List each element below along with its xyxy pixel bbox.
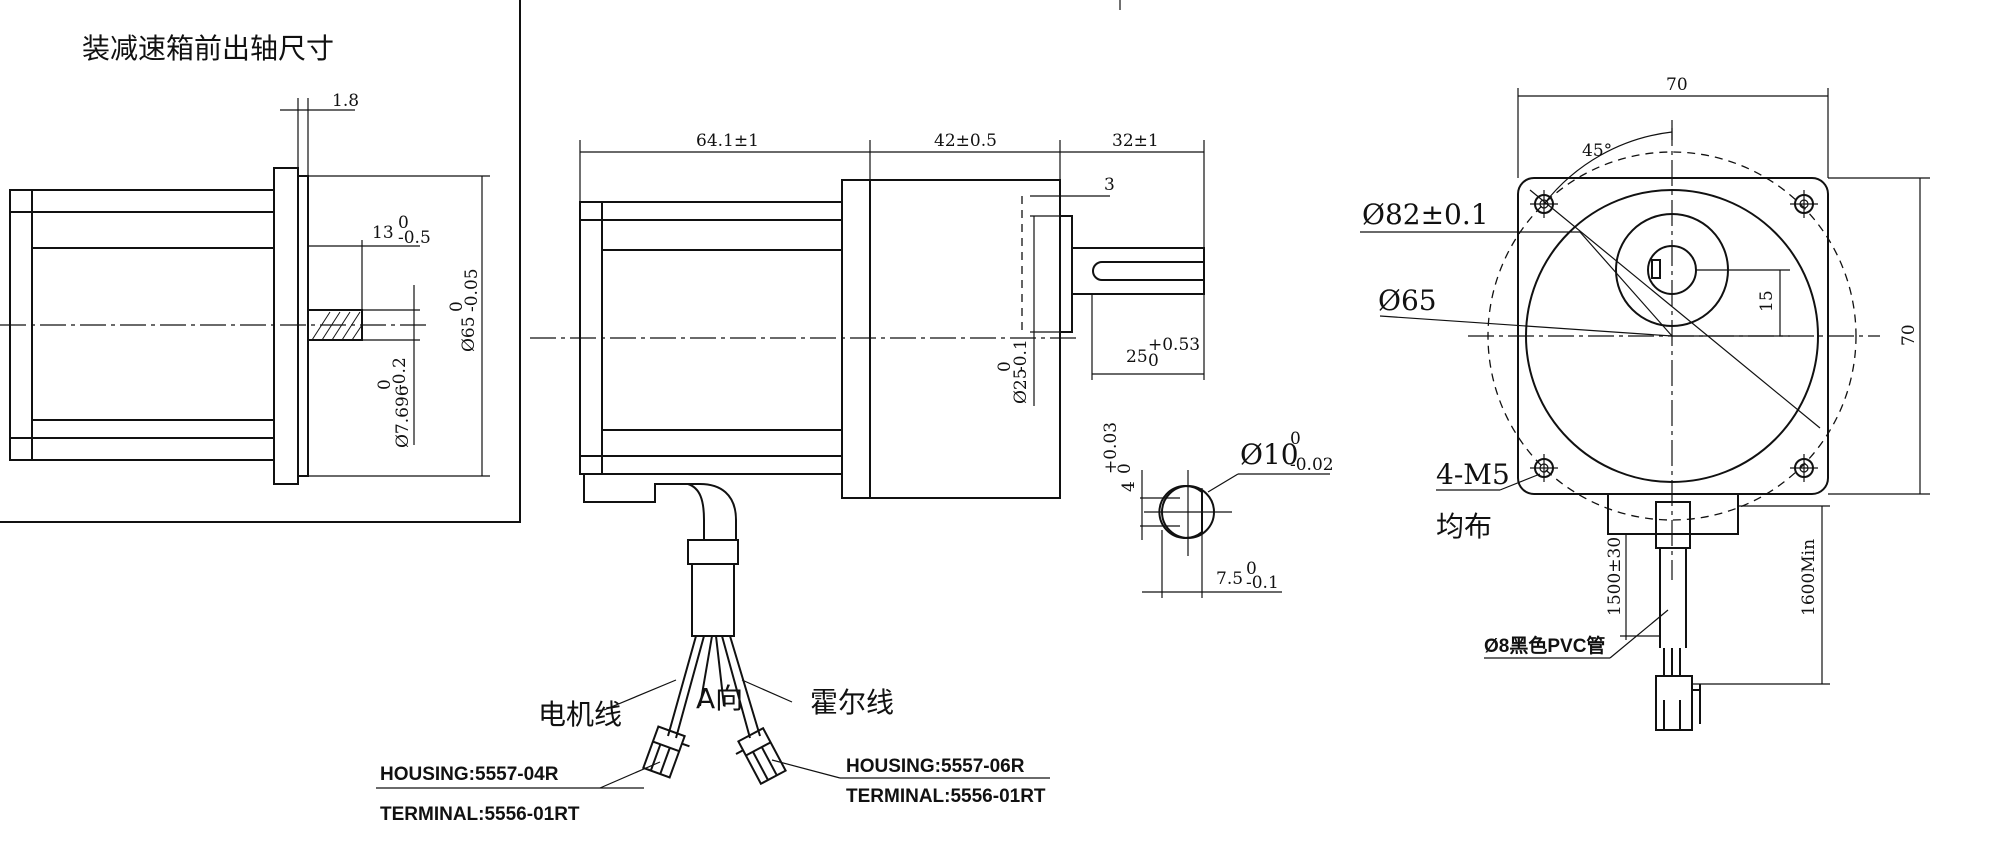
terminal-right: TERMINAL:5556-01RT (846, 786, 1046, 807)
label-motor-wire: 电机线 (538, 698, 622, 731)
side-cable-sleeve (687, 539, 739, 565)
housing-left: HOUSING:5557-04R (380, 764, 559, 785)
front-cable-exit (1607, 494, 1739, 535)
label-holes: 4-M5 (1436, 458, 1510, 491)
front-cable-tube (1659, 548, 1687, 648)
detail-flange (273, 167, 299, 485)
dim-front-height: 70 (1899, 324, 1919, 346)
dim-4: 4 (1119, 481, 1139, 492)
leader-tube (1609, 609, 1669, 659)
side-gearbox (841, 179, 1061, 499)
front-connector (1655, 675, 1693, 731)
dim-4-tol-dn: 0 (1115, 463, 1135, 474)
side-cable-exit (583, 474, 737, 540)
dim-1-8: 1.8 (332, 91, 359, 111)
dim-13-tol-up: 0 (398, 213, 409, 233)
leader-dia82 (1579, 231, 1673, 337)
side-wires (667, 635, 761, 739)
side-output-shaft (1071, 247, 1205, 295)
dim-dia7696-tol-dn: -0.2 (390, 357, 410, 390)
leader-dia65 (1379, 315, 1673, 337)
dim-75-tol-dn: -0.1 (1246, 573, 1279, 593)
dim-75-tol-up: 0 (1246, 559, 1257, 579)
leader-housing-left (599, 761, 661, 789)
detail-shaft-hatch (311, 311, 363, 341)
dim-gearbox-len: 42±0.5 (934, 131, 997, 151)
housing-right: HOUSING:5557-06R (846, 756, 1025, 777)
terminal-left: TERMINAL:5556-01RT (380, 804, 580, 825)
detail-box-border (0, 0, 521, 523)
front-shaft-key (1651, 259, 1661, 279)
front-cable-sleeve (1655, 501, 1691, 549)
leader-motor-wire (603, 679, 677, 711)
shaft-section: Ø10 0 -0.02 4 +0.03 0 7.5 0 -0.1 (1101, 422, 1334, 598)
dim-dia65-detail: Ø65 (459, 316, 479, 352)
connector-right (735, 726, 787, 786)
front-cable-wires (1663, 648, 1681, 676)
dim-3: 3 (1104, 175, 1115, 195)
dim-75: 7.5 (1216, 569, 1243, 589)
label-holes-even: 均布 (1436, 510, 1492, 543)
dim-dia25: Ø25 (1011, 368, 1031, 404)
leader-holes (1499, 473, 1541, 491)
dim-dia65-front: Ø65 (1378, 284, 1437, 317)
front-angle-arc (1543, 131, 1673, 205)
dim-dia7696-tol-up: 0 (375, 379, 395, 390)
label-view-a: A向 (696, 682, 743, 715)
dim-dia10-tol-up: 0 (1290, 429, 1301, 449)
dim-4-tol-up: +0.03 (1101, 422, 1121, 474)
side-view: 64.1±1 42±0.5 32±1 3 25 +0.53 0 Ø25 0 -0… (376, 131, 1205, 825)
dim-front-width: 70 (1666, 75, 1688, 95)
dim-25-tol-dn: 0 (1148, 351, 1159, 371)
dim-dia25-tol-dn: -0.1 (1011, 339, 1031, 372)
side-shaft-key (1092, 261, 1204, 281)
dim-dia65-detail-tol-dn: -0.05 (462, 268, 482, 312)
side-cable-tube (691, 563, 735, 637)
dim-dia82: Ø82±0.1 (1362, 198, 1489, 231)
dim-angle: 45° (1582, 141, 1612, 161)
leader-housing-right (771, 759, 841, 779)
dim-13-tol-dn: -0.5 (398, 228, 431, 248)
front-square-flange (1517, 177, 1829, 495)
dim-motor-len: 64.1±1 (696, 131, 759, 151)
leader-dia10 (1207, 473, 1239, 493)
dim-25-tol-up: +0.53 (1148, 335, 1200, 355)
connector-left (642, 725, 690, 779)
dim-min-len: 1600Min (1799, 539, 1819, 616)
dim-15: 15 (1757, 290, 1777, 312)
dim-dia10: Ø10 (1240, 438, 1299, 471)
front-diagonal-1 (1529, 189, 1821, 429)
dim-dia7696: Ø7.696 (393, 385, 413, 448)
detail-flange-boss (297, 175, 309, 477)
dim-13: 13 (372, 223, 394, 243)
detail-view-front-shaft: 装减速箱前出轴尺寸 1.8 13 0 -0.5 (0, 0, 521, 523)
dim-dia25-tol-up: 0 (995, 361, 1015, 372)
dim-shaft-len: 32±1 (1112, 131, 1159, 151)
label-hall-wire: 霍尔线 (810, 686, 894, 719)
front-bolt-circle (1487, 151, 1857, 521)
dim-cable-len: 1500±30 (1605, 537, 1625, 616)
side-output-boss (1059, 215, 1073, 333)
dim-dia65-detail-tol-up: 0 (447, 301, 467, 312)
dim-dia10-tol-dn: -0.02 (1290, 455, 1334, 475)
leader-hall-wire (741, 679, 793, 703)
front-body-circle (1525, 189, 1819, 483)
label-tube: Ø8黑色PVC管 (1484, 634, 1605, 657)
detail-title: 装减速箱前出轴尺寸 (82, 32, 334, 65)
front-view: 70 70 45° Ø82±0.1 Ø65 15 4-M5 均布 1500±30… (1119, 0, 1930, 731)
dim-25: 25 (1126, 347, 1148, 367)
